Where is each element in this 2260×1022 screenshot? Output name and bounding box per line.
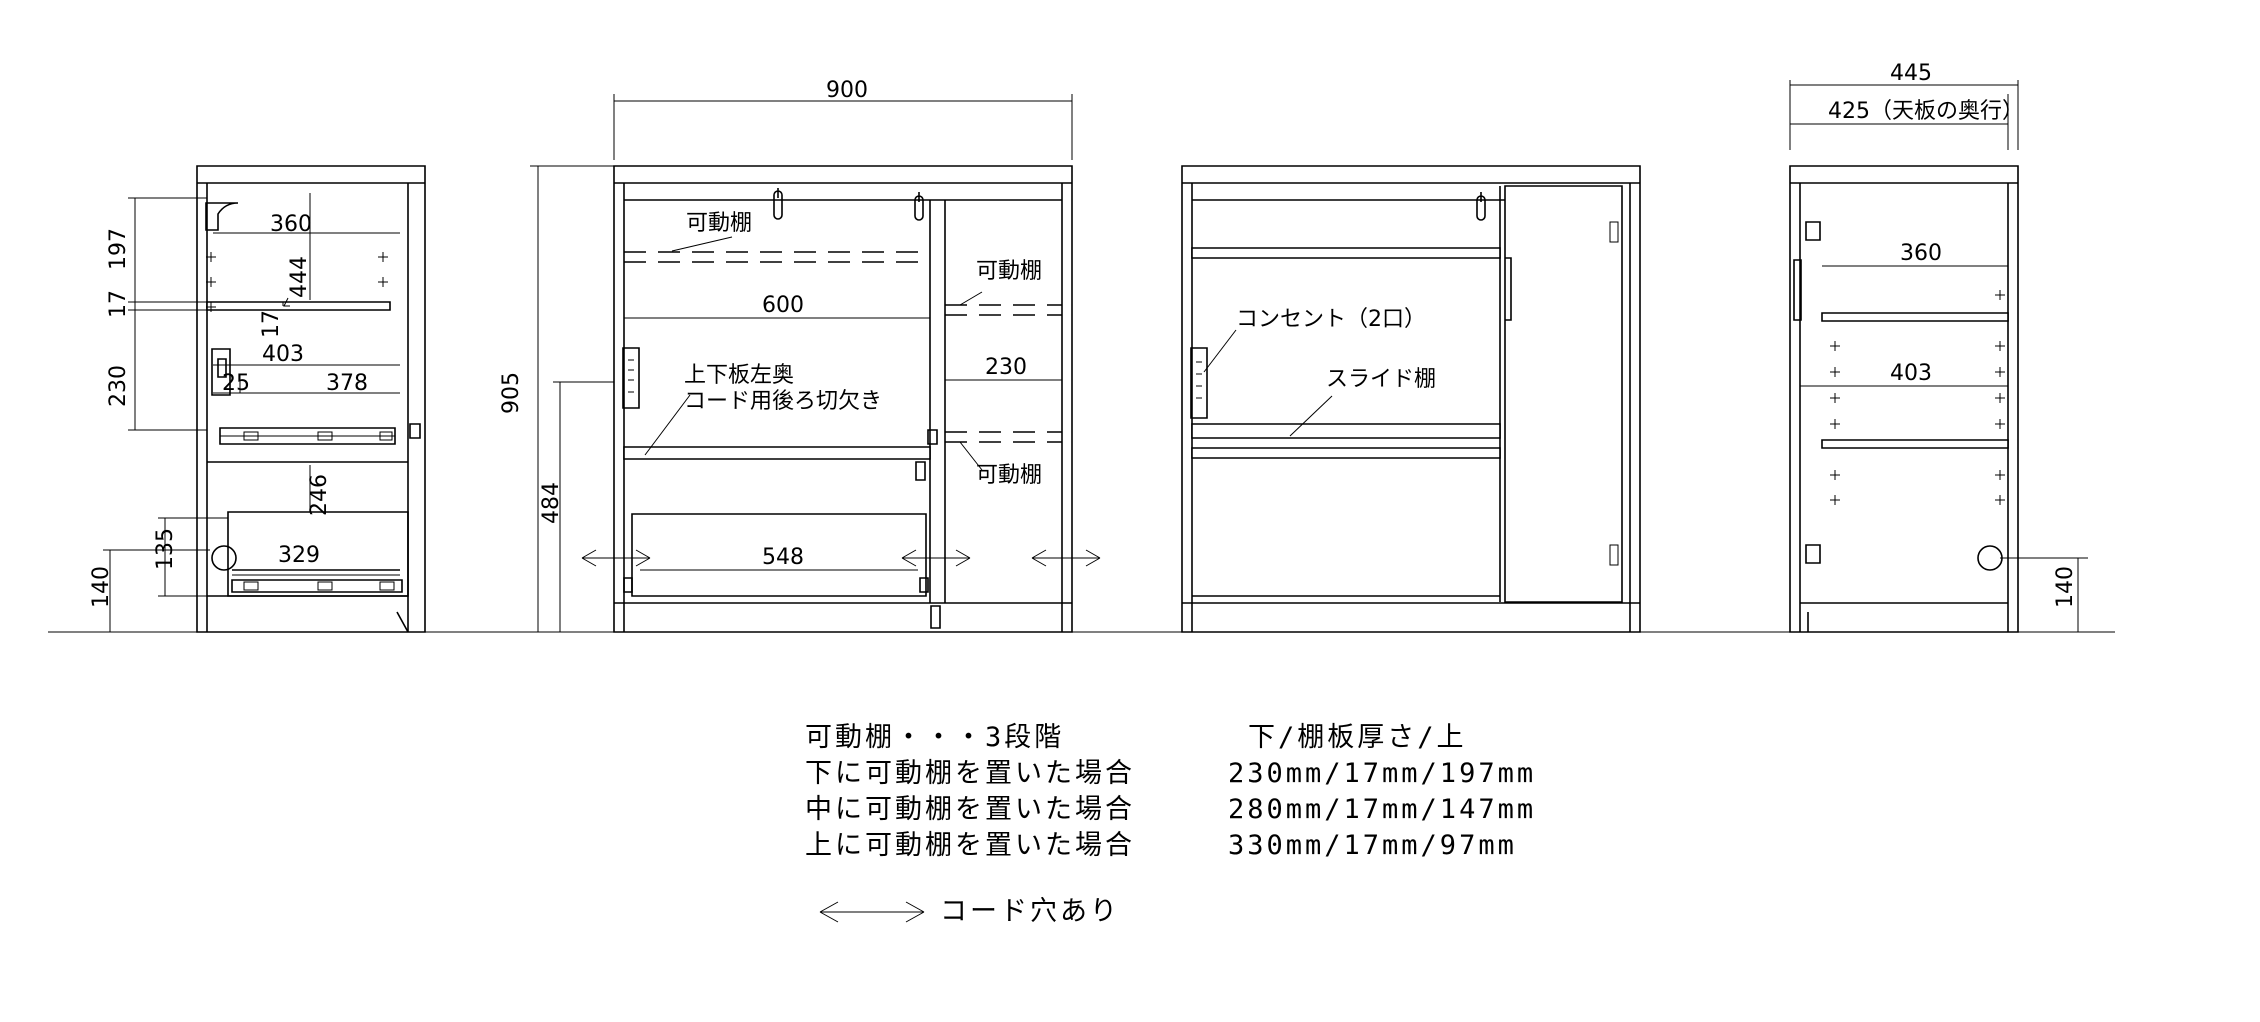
label-outlet: コンセント（2口） <box>1236 307 1426 332</box>
label-shelf-2: 可動棚 <box>976 259 1042 284</box>
cord-hole-legend-arrow <box>820 902 924 922</box>
front-door-view: コンセント（2口） スライド棚 <box>1182 166 1640 632</box>
dim-front-905: 905 <box>499 372 524 414</box>
dim-left-378: 378 <box>326 371 368 396</box>
right-side-view: 445 425（天板の奥行） 360 403 140 <box>1790 61 2088 632</box>
front-view: 900 600 230 548 905 484 可動棚 可動棚 可動棚 上下板左… <box>499 78 1100 632</box>
dim-left-135: 135 <box>153 528 178 570</box>
note-row2-right: 230mm/17mm/197mm <box>1228 758 1537 789</box>
dim-right-445: 445 <box>1890 61 1932 86</box>
label-cutout-line2: コード用後ろ切欠き <box>684 389 882 414</box>
label-cutout-line1: 上下板左奥 <box>684 363 794 388</box>
label-shelf-1: 可動棚 <box>686 211 752 236</box>
note-row1-right: 下/棚板厚さ/上 <box>1248 722 1467 753</box>
dim-left-17b: 17 <box>259 310 284 338</box>
dim-right-140: 140 <box>2053 566 2078 608</box>
dim-left-403: 403 <box>262 342 304 367</box>
dim-front-548: 548 <box>762 545 804 570</box>
note-row3-right: 280mm/17mm/147mm <box>1228 794 1537 825</box>
dim-left-329: 329 <box>278 543 320 568</box>
dim-front-230: 230 <box>985 355 1027 380</box>
dim-right-403: 403 <box>1890 361 1932 386</box>
note-row4-right: 330mm/17mm/97mm <box>1228 830 1517 861</box>
note-row4-left: 上に可動棚を置いた場合 <box>805 830 1135 861</box>
dim-left-140: 140 <box>89 566 114 608</box>
dim-front-900: 900 <box>826 78 868 103</box>
dim-left-246: 246 <box>307 474 332 516</box>
dim-left-444: 444 <box>287 256 312 298</box>
note-row1-left: 可動棚・・・3段階 <box>805 722 1065 753</box>
dim-front-600: 600 <box>762 293 804 318</box>
note-row2-left: 下に可動棚を置いた場合 <box>805 758 1135 789</box>
dim-left-25: 25 <box>222 371 250 396</box>
dim-left-197: 197 <box>106 228 131 270</box>
dim-right-425: 425（天板の奥行） <box>1828 99 2024 124</box>
left-side-view: 360 444 197 17 17 403 25 378 230 246 329… <box>89 166 425 632</box>
legend-cord-hole: コード穴あり <box>940 896 1120 927</box>
label-slide-shelf: スライド棚 <box>1326 367 1436 392</box>
dim-left-230: 230 <box>106 365 131 407</box>
note-row3-left: 中に可動棚を置いた場合 <box>805 794 1135 825</box>
dim-front-484: 484 <box>539 482 564 524</box>
dim-left-360: 360 <box>270 212 312 237</box>
label-shelf-3: 可動棚 <box>976 463 1042 488</box>
dim-left-17a: 17 <box>106 290 131 318</box>
dim-right-360: 360 <box>1900 241 1942 266</box>
